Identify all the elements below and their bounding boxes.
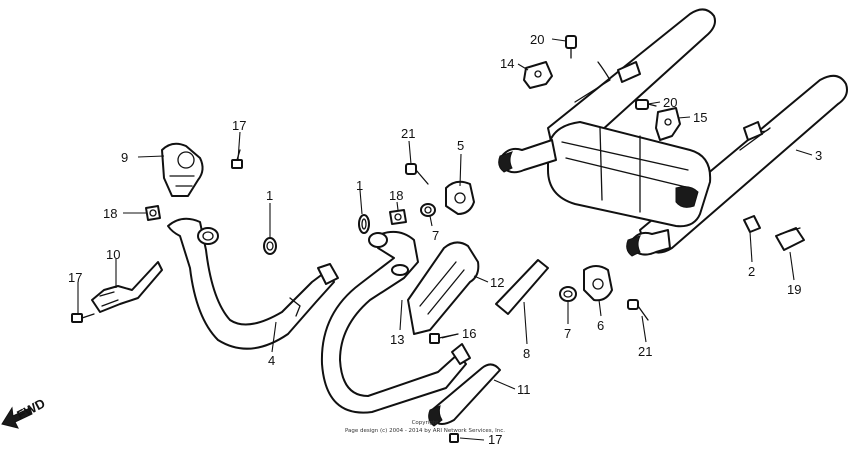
bolt-part-20-upper[interactable]: [565, 35, 577, 59]
cap-part-19[interactable]: [775, 227, 805, 251]
nut-part-18-center[interactable]: [389, 209, 407, 225]
gasket-part-1-left[interactable]: [263, 237, 277, 255]
callout-9: 9: [121, 150, 128, 165]
rubber-part-2[interactable]: [743, 215, 761, 233]
callout-21-lower: 21: [638, 344, 652, 359]
clamp-part-5[interactable]: [445, 180, 475, 215]
callout-10: 10: [106, 247, 120, 262]
heat-protector-part-12[interactable]: [407, 241, 480, 335]
callout-16: 16: [462, 326, 476, 341]
callout-2: 2: [748, 264, 755, 279]
protector-part-8[interactable]: [495, 259, 549, 315]
clamp-part-6[interactable]: [583, 265, 613, 302]
copyright-line-1: Copyright: [412, 420, 440, 426]
callout-20-lower: 20: [663, 95, 677, 110]
callout-8: 8: [523, 346, 530, 361]
callout-14: 14: [500, 56, 514, 71]
exhaust-pipe-part-13[interactable]: [320, 230, 471, 414]
joint-pipe-part-11[interactable]: [428, 363, 501, 427]
callout-15: 15: [693, 110, 707, 125]
bolt-part-21-upper[interactable]: [405, 163, 429, 185]
callout-18-left: 18: [103, 206, 117, 221]
callout-11: 11: [517, 382, 531, 397]
leader-lines: [77, 38, 813, 441]
bolt-part-21-lower[interactable]: [627, 299, 649, 321]
exhaust-pipe-part-4[interactable]: [167, 217, 339, 350]
copyright-line-2: Page design (c) 2004 - 2014 by ARI Netwo…: [345, 428, 505, 434]
forward-arrow-icon: [1, 406, 33, 429]
callout-19: 19: [787, 282, 801, 297]
callout-1-left: 1: [266, 188, 273, 203]
muffler-assembly[interactable]: [498, 8, 848, 257]
collar-part-7-upper[interactable]: [420, 203, 436, 217]
bolt-part-17-left[interactable]: [71, 313, 95, 323]
callout-1-right: 1: [356, 178, 363, 193]
callout-6: 6: [597, 318, 604, 333]
clamp-part-10[interactable]: [91, 261, 163, 313]
callout-17-bottom: 17: [488, 432, 502, 447]
callout-7-lower: 7: [564, 326, 571, 341]
bracket-part-15[interactable]: [655, 107, 681, 141]
gasket-part-1-right[interactable]: [358, 214, 370, 234]
callout-labels: 1 1 2 3 4 5 6 7 7 8 9 10 11 12 13 14 15 …: [68, 32, 822, 447]
callout-4: 4: [268, 353, 275, 368]
bolt-part-17-upper[interactable]: [231, 149, 243, 169]
forward-direction-label: FWD: [14, 396, 47, 423]
callout-13: 13: [390, 332, 404, 347]
bolt-part-17-bottom[interactable]: [449, 433, 459, 443]
callout-3: 3: [815, 148, 822, 163]
callout-20-upper: 20: [530, 32, 544, 47]
callout-18-center: 18: [389, 188, 403, 203]
callout-17-upper: 17: [232, 118, 246, 133]
callout-7-upper: 7: [432, 228, 439, 243]
bracket-part-14[interactable]: [523, 61, 553, 89]
callout-21-upper: 21: [401, 126, 415, 141]
bolt-part-20-lower[interactable]: [635, 99, 657, 110]
collar-part-7-lower[interactable]: [559, 286, 577, 302]
callout-5: 5: [457, 138, 464, 153]
protector-part-9[interactable]: [161, 142, 204, 197]
callout-12: 12: [490, 275, 504, 290]
callout-17-left: 17: [68, 270, 82, 285]
nut-part-18-left[interactable]: [145, 205, 161, 221]
